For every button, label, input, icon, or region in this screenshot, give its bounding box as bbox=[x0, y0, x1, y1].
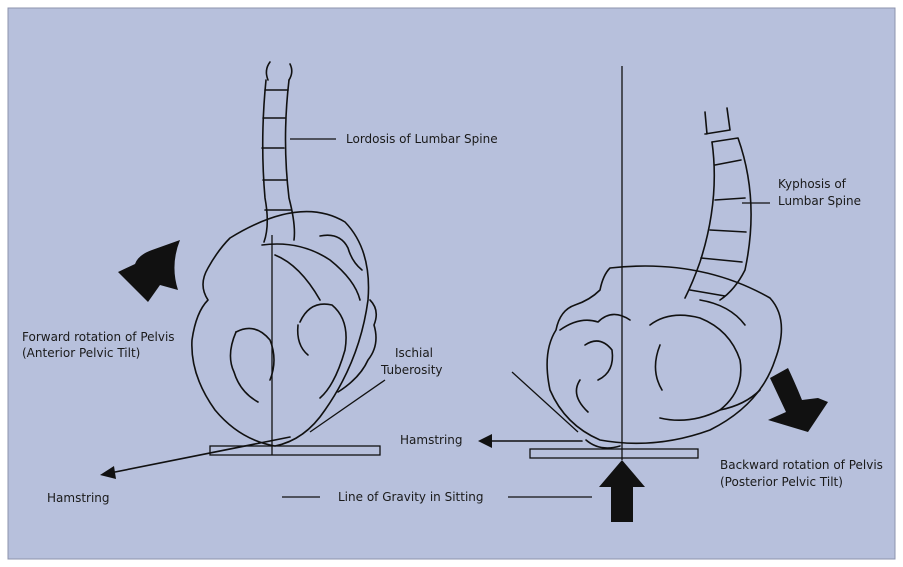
gravity-label: Line of Gravity in Sitting bbox=[338, 490, 484, 504]
forward-rotation-label-line2: (Anterior Pelvic Tilt) bbox=[22, 346, 140, 360]
ischial-label-line1: Ischial bbox=[395, 346, 433, 360]
ischial-label-line2: Tuberosity bbox=[380, 363, 443, 377]
backward-rotation-label-line2: (Posterior Pelvic Tilt) bbox=[720, 475, 843, 489]
kyphosis-label-line1: Kyphosis of bbox=[778, 177, 847, 191]
backward-rotation-label-line1: Backward rotation of Pelvis bbox=[720, 458, 883, 472]
hamstring-label-left: Hamstring bbox=[47, 491, 110, 505]
lordosis-label: Lordosis of Lumbar Spine bbox=[346, 132, 498, 146]
forward-rotation-label-line1: Forward rotation of Pelvis bbox=[22, 330, 175, 344]
kyphosis-label-line2: Lumbar Spine bbox=[778, 194, 861, 208]
hamstring-label-right: Hamstring bbox=[400, 433, 463, 447]
